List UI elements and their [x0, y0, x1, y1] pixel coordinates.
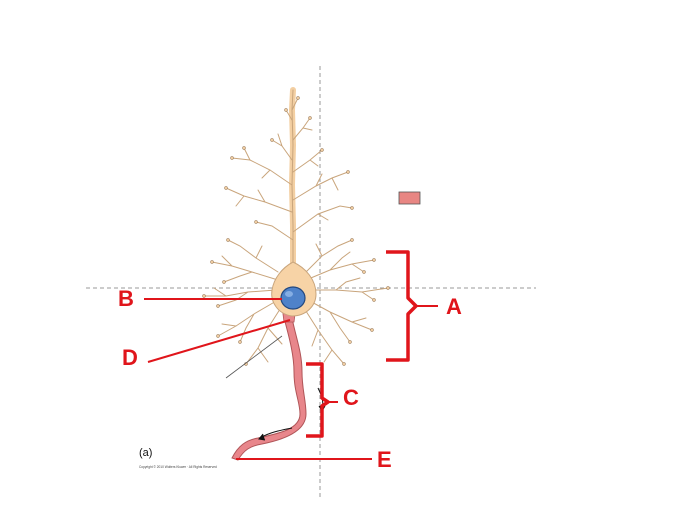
panel-label: (a) — [139, 447, 152, 459]
nucleus — [280, 286, 306, 310]
label-b: B — [118, 286, 134, 311]
nucleus-highlight — [285, 291, 293, 297]
copyright-text: Copyright © 2010 Wolters Kluwer · All Ri… — [139, 465, 217, 469]
legend-swatch — [398, 191, 421, 205]
dendrites — [203, 87, 389, 365]
axon — [231, 317, 307, 461]
leader-d — [147, 319, 291, 363]
figure-leader-line — [225, 335, 283, 379]
label-a: A — [446, 294, 462, 319]
label-e: E — [377, 447, 392, 472]
label-c: C — [343, 385, 359, 410]
label-d: D — [122, 345, 138, 370]
bracket-c — [306, 362, 330, 438]
dendritic-spines — [202, 96, 390, 366]
bracket-a — [386, 250, 418, 362]
